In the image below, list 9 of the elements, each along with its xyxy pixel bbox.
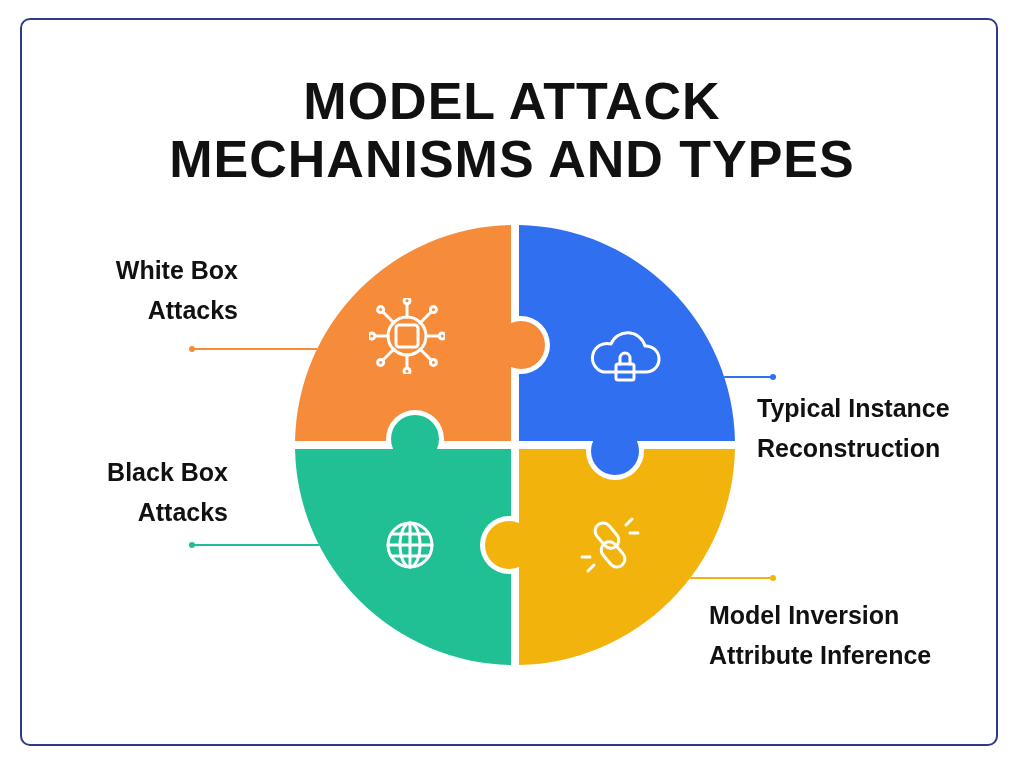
title: MODEL ATTACK MECHANISMS AND TYPES (168, 72, 856, 188)
callout-label: Model Inversion Attribute Inference (709, 595, 999, 675)
leader-line (189, 346, 319, 352)
leader-line (689, 575, 776, 581)
callout-label: White Box Attacks (60, 250, 238, 330)
leader-line (189, 542, 321, 548)
callout-label: Black Box Attacks (60, 452, 228, 532)
leader-line (723, 374, 776, 380)
callout-label: Typical Instance Reconstruction (757, 388, 1007, 468)
